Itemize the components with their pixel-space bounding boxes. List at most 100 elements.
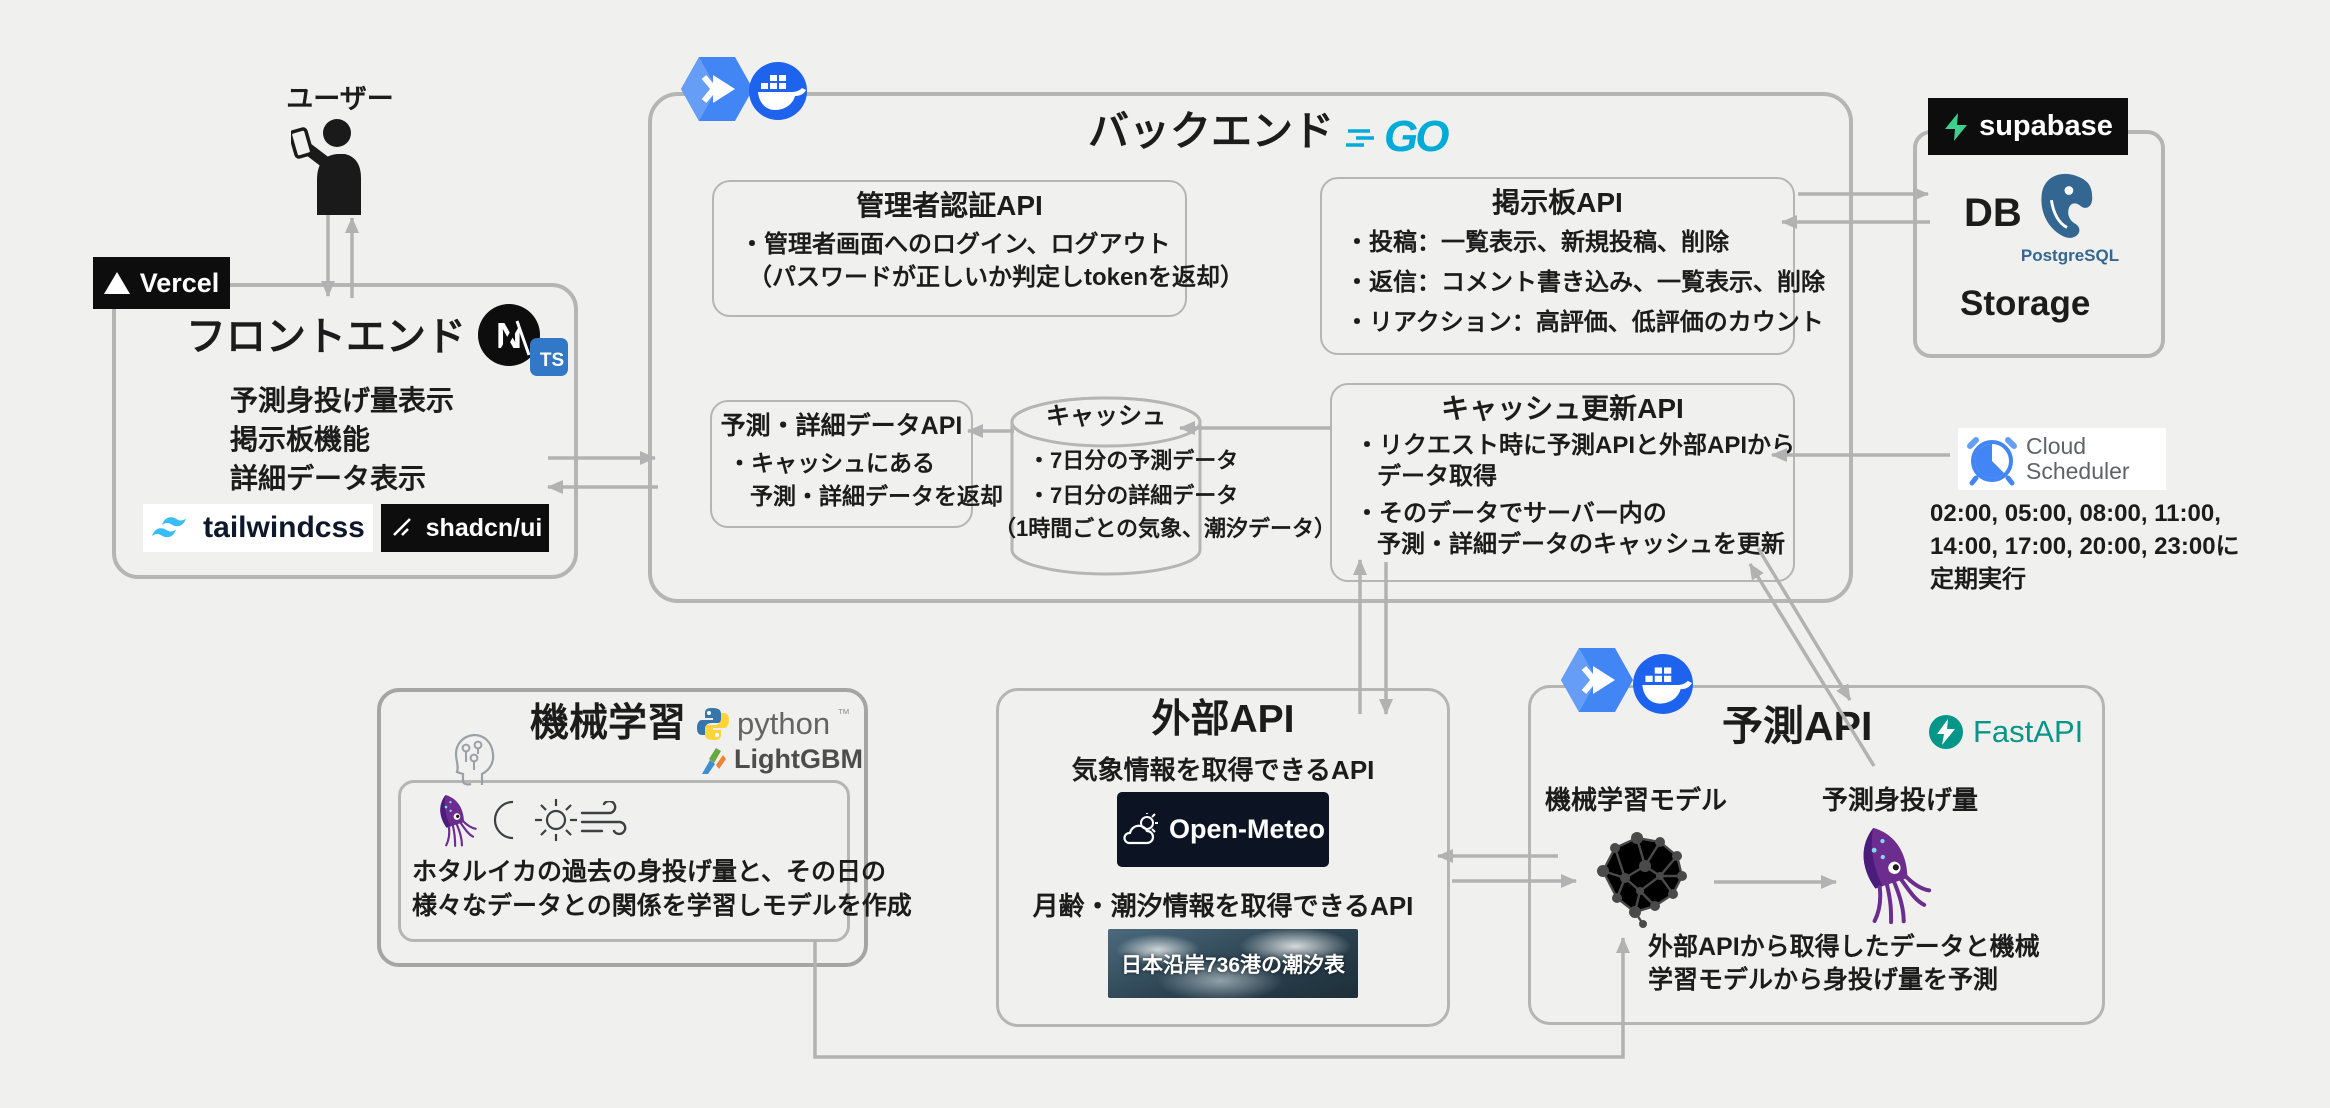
cache-update-api-line: ・そのデータでサーバー内の <box>1355 500 1667 527</box>
auth-api-line: （パスワードが正しいか判定しtokenを返却） <box>748 264 1245 291</box>
scheduler-name-line1: Cloud <box>2026 432 2087 459</box>
ts-label: TS <box>539 350 565 371</box>
frontend-item: 予測身投げ量表示 <box>230 385 455 416</box>
frontend-box <box>112 283 578 579</box>
auth-api-title: 管理者認証API <box>856 190 1043 221</box>
data-api-line: 予測・詳細データを返却 <box>750 483 1003 509</box>
nextjs-icon: N <box>478 304 540 366</box>
lightgbm-label: LightGBM <box>734 744 863 774</box>
sun-icon <box>535 799 577 841</box>
person-phone-icon <box>291 119 361 215</box>
fastapi-icon <box>1929 715 1963 749</box>
scheduler-times-line: 02:00, 05:00, 08:00, 11:00, <box>1930 500 2221 527</box>
frontend-item: 詳細データ表示 <box>230 463 427 494</box>
scheduler-times-line: 14:00, 17:00, 20:00, 23:00に <box>1930 533 2240 560</box>
squid-icon-small <box>440 794 477 847</box>
go-logo: GO <box>1344 112 1449 162</box>
vercel-label: Vercel <box>139 267 220 298</box>
tide-image-text: 日本沿岸736港の潮汐表 <box>1120 953 1346 977</box>
python-label: python <box>737 706 831 741</box>
frontend-item: 掲示板機能 <box>230 424 371 455</box>
weather-api-label: 気象情報を取得できるAPI <box>1071 755 1375 785</box>
go-label: GO <box>1384 112 1449 161</box>
lightgbm-logo: LightGBM <box>700 744 863 775</box>
scheduler-times-line: 定期実行 <box>1930 566 2026 593</box>
cache-line: ・7日分の予測データ <box>1028 448 1239 473</box>
vercel-badge: Vercel <box>93 257 230 309</box>
cache-title: キャッシュ <box>1046 403 1166 430</box>
tailwind-label: tailwindcss <box>203 511 365 544</box>
auth-api-box <box>712 180 1187 317</box>
go-speedlines-icon <box>1346 129 1374 147</box>
data-api-line: ・キャッシュにある <box>728 450 935 476</box>
storage-label: Storage <box>1960 284 2091 323</box>
data-api-box <box>710 400 973 528</box>
scheduler-name-line2: Scheduler <box>2026 458 2130 484</box>
cache-update-api-line: ・リクエスト時に予測APIと外部APIから <box>1355 432 1796 459</box>
moon-icon <box>493 800 514 840</box>
cache-update-api-line: 予測・詳細データのキャッシュを更新 <box>1377 531 1785 558</box>
wind-icon <box>580 801 627 836</box>
cache-note: （1時間ごとの気象、潮汐データ） <box>993 516 1337 541</box>
cache-cylinder <box>1010 396 1202 576</box>
tailwind-icon <box>152 517 187 538</box>
predict-desc-line: 外部APIから取得したデータと機械 <box>1648 933 2040 961</box>
shadcn-badge: shadcn/ui <box>381 504 549 552</box>
docker-icon <box>749 62 807 120</box>
backend-title: バックエンド <box>1088 108 1334 154</box>
fastapi-logo: FastAPI <box>1928 714 2083 750</box>
board-api-box <box>1320 177 1795 355</box>
tide-api-label: 月齢・潮汐情報を取得できるAPI <box>1032 891 1414 921</box>
cloud-run-icon <box>1561 648 1633 712</box>
board-api-title: 掲示板API <box>1492 187 1623 218</box>
lightgbm-icon <box>702 747 726 774</box>
typescript-badge: TS <box>530 338 568 376</box>
ml-title: 機械学習 <box>530 702 687 745</box>
cache-update-api-line: データ取得 <box>1377 463 1497 490</box>
supabase-badge: supabase <box>1928 98 2128 155</box>
ml-desc-line: 様々なデータとの関係を学習しモデルを作成 <box>412 892 912 920</box>
board-api-line: ・投稿：一覧表示、新規投稿、削除 <box>1345 229 1729 256</box>
frontend-title: フロントエンド <box>186 315 466 359</box>
board-api-line: ・返信：コメント書き込み、一覧表示、削除 <box>1345 269 1825 296</box>
predict-api-title: 予測API <box>1722 703 1873 749</box>
shadcn-label: shadcn/ui <box>425 513 543 542</box>
docker-icon <box>1633 654 1693 714</box>
ml-desc-line: ホタルイカの過去の身投げ量と、その日の <box>412 858 887 886</box>
ml-model-label: 機械学習モデル <box>1544 785 1727 815</box>
tide-table-image: 日本沿岸736港の潮汐表 <box>1108 929 1358 998</box>
ml-box <box>377 688 868 967</box>
user-label: ユーザー <box>286 84 394 114</box>
cache-update-api-box <box>1330 383 1795 582</box>
tailwindcss-badge: tailwindcss <box>143 504 373 552</box>
supabase-label: supabase <box>1979 110 2113 142</box>
open-meteo-badge: Open-Meteo <box>1117 792 1329 867</box>
brain-network-icon <box>1597 832 1687 928</box>
db-label: DB <box>1964 191 2022 235</box>
board-api-line: ・リアクション：高評価、低評価のカウント <box>1345 309 1824 336</box>
squid-icon-large <box>1863 827 1932 925</box>
ai-head-icon <box>454 733 495 786</box>
cloud-scheduler-icon <box>1967 437 2017 486</box>
backend-box <box>648 92 1853 603</box>
predict-desc-line: 学習モデルから身投げ量を予測 <box>1648 966 1999 994</box>
predicted-amount-label: 予測身投げ量 <box>1821 785 1978 815</box>
shadcn-icon <box>392 518 411 536</box>
cloud-scheduler-badge: Cloud Scheduler <box>1958 428 2166 490</box>
open-meteo-icon <box>1123 812 1158 844</box>
cache-update-api-title: キャッシュ更新API <box>1441 393 1684 424</box>
cache-line: ・7日分の詳細データ <box>1028 483 1239 508</box>
external-api-title: 外部API <box>1151 698 1295 741</box>
vercel-logo-icon <box>103 272 130 294</box>
auth-api-line: ・管理者画面へのログイン、ログアウト <box>740 231 1171 258</box>
cloud-run-icon <box>681 57 753 121</box>
postgresql-icon <box>2041 173 2093 238</box>
data-api-title: 予測・詳細データAPI <box>720 412 963 440</box>
postgresql-label: PostgreSQL <box>2020 246 2120 265</box>
supabase-icon <box>1945 112 1968 141</box>
ml-inner-box <box>398 780 850 942</box>
python-logo: python ™ <box>696 706 850 742</box>
python-tm: ™ <box>837 706 851 721</box>
open-meteo-label: Open-Meteo <box>1168 814 1325 844</box>
